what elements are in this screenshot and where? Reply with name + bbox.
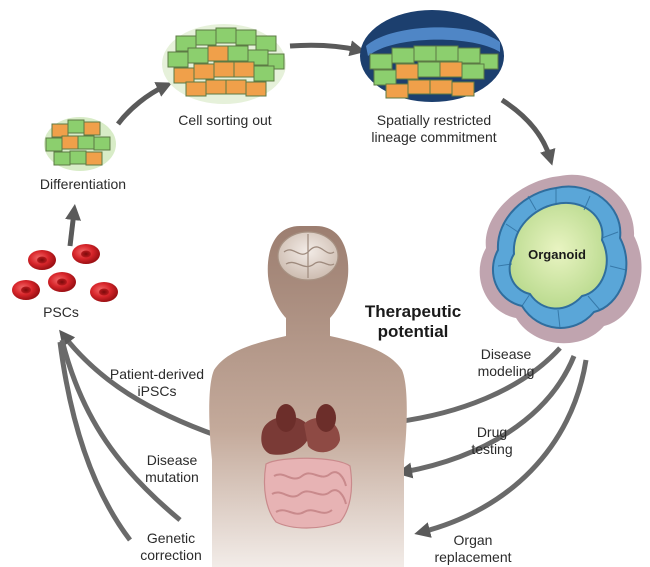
arrow-sorting-to-restricted bbox=[289, 40, 366, 57]
arrow-differentiation-to-sorting bbox=[116, 82, 173, 126]
psc-cells bbox=[12, 244, 118, 302]
arrow-mutation-return bbox=[59, 339, 182, 522]
label-differentiation: Differentiation bbox=[39, 176, 127, 192]
arrow-correction-return bbox=[57, 341, 132, 542]
arrow-organ-replacement bbox=[414, 359, 589, 538]
label-cell-sorting: Cell sorting out bbox=[178, 112, 272, 128]
arrow-psc-to-differentiation bbox=[65, 204, 82, 247]
label-genetic-correction: Genetic correction bbox=[140, 530, 202, 563]
arrow-disease-modeling bbox=[388, 346, 562, 429]
arrow-ipsc-return bbox=[59, 329, 219, 439]
organoid bbox=[479, 174, 642, 344]
label-therapeutic-potential: Therapeutic potential bbox=[364, 302, 462, 341]
restricted-cluster bbox=[360, 10, 504, 102]
label-spatially-restricted: Spatially restricted lineage commitment bbox=[371, 112, 497, 145]
label-disease-modeling: Disease modeling bbox=[477, 346, 535, 379]
label-organoid: Organoid bbox=[528, 247, 586, 262]
label-patient-derived-ipscs: Patient-derived iPSCs bbox=[109, 366, 205, 399]
sorting-cluster bbox=[162, 24, 286, 104]
label-pscs: PSCs bbox=[43, 304, 79, 320]
differentiation-cluster bbox=[44, 117, 116, 171]
label-disease-mutation: Disease mutation bbox=[145, 452, 199, 485]
label-organ-replacement: Organ replacement bbox=[434, 532, 512, 565]
human-body bbox=[209, 226, 407, 567]
organs bbox=[261, 404, 353, 529]
arrow-restricted-to-organoid bbox=[500, 97, 556, 166]
arrow-drug-testing bbox=[396, 355, 577, 479]
label-drug-testing: Drug testing bbox=[471, 424, 513, 457]
